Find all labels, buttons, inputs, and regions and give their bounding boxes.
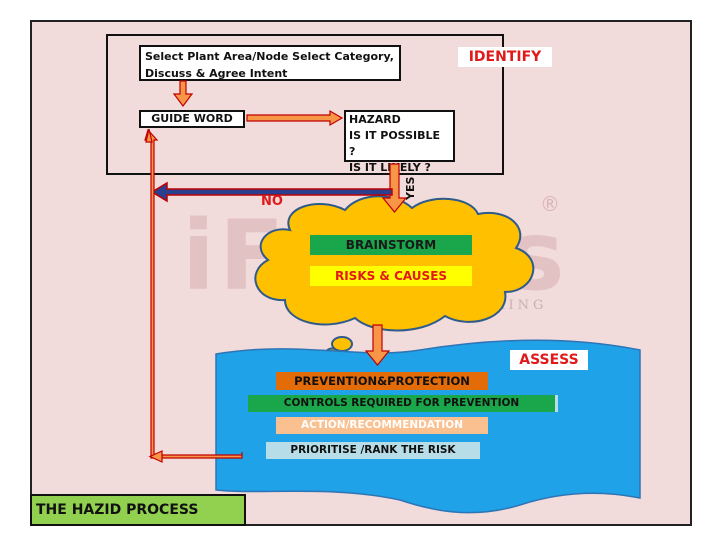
prevention-protection-bar: PREVENTION&PROTECTION	[276, 372, 488, 390]
guide-word-box: GUIDE WORD	[139, 110, 245, 128]
prioritise-rank-bar: PRIORITISE /RANK THE RISK	[266, 442, 480, 459]
hazid-process-title: THE HAZID PROCESS	[30, 494, 246, 526]
identify-box	[106, 34, 504, 175]
identify-title: IDENTIFY	[458, 47, 552, 67]
yes-label: YES	[404, 176, 417, 200]
controls-required-bar: CONTROLS REQUIRED FOR PREVENTION	[248, 395, 558, 412]
arrow-feedback-head	[145, 128, 153, 143]
risks-causes-bar: RISKS & CAUSES	[310, 266, 472, 286]
hazard-line-1: HAZARD	[349, 113, 401, 126]
arrow-guide-word-to-hazard	[246, 109, 344, 127]
arrow-feedback-loop	[144, 128, 243, 459]
hazard-box: HAZARD IS IT POSSIBLE ? IS IT LIKELY ?	[344, 110, 455, 174]
no-label: NO	[261, 194, 283, 209]
select-line-1: Select Plant Area/Node Select Category,	[145, 50, 394, 63]
brainstorm-bar: BRAINSTORM	[310, 235, 472, 255]
assess-title: ASSESS	[510, 350, 588, 370]
action-recommendation-bar: ACTION/RECOMMENDATION	[276, 417, 488, 434]
select-plant-area-box: Select Plant Area/Node Select Category, …	[139, 45, 401, 81]
arrow-no-return	[150, 181, 393, 203]
watermark-registered: ®	[540, 192, 560, 216]
arrow-feedback-tail-head	[148, 450, 163, 463]
arrow-select-to-guide-word	[172, 80, 194, 107]
select-line-2: Discuss & Agree Intent	[145, 67, 288, 80]
arrow-yes-to-brainstorm	[381, 163, 408, 213]
arrow-brainstorm-to-assess	[364, 324, 391, 366]
hazard-line-2: IS IT POSSIBLE ?	[349, 129, 441, 158]
